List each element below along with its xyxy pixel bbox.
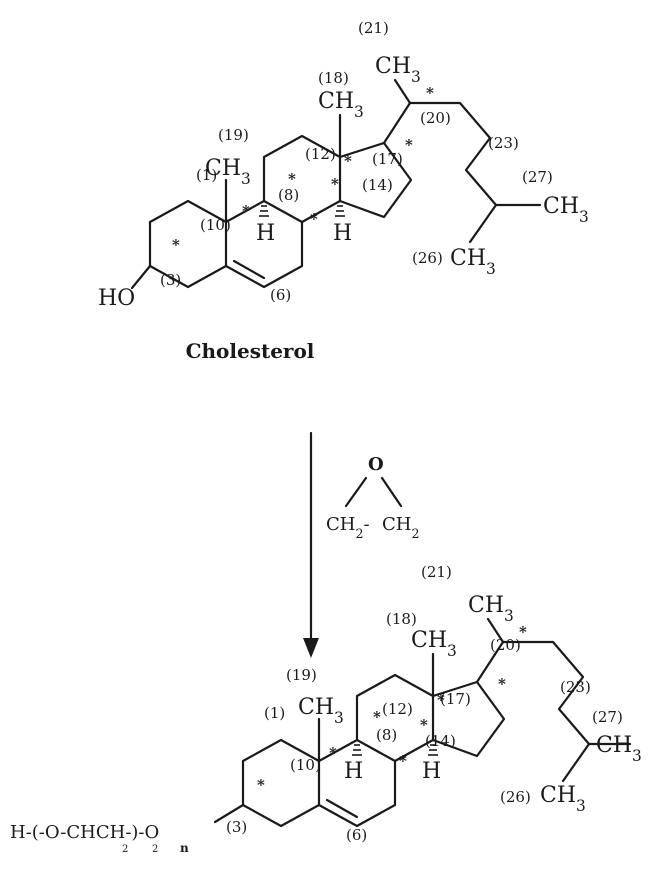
svg-text:*: * [399,752,407,770]
epoxide-bond-left [344,476,368,508]
double-bond-5-6 [232,259,266,280]
product-side-chain-branch [561,742,591,783]
methyl-21-bond [393,78,412,105]
svg-text:*: * [331,175,339,193]
product-locant-21: (21) [421,563,452,581]
oh-bond [130,264,152,290]
ring-d-bonds [338,141,413,219]
h14-label: H [333,221,352,246]
product-locant-26: (26) [500,788,531,806]
product-locant-6: (6) [346,826,367,844]
locant-17: (17) [372,150,403,168]
svg-text:*: * [519,623,527,641]
locant-14: (14) [362,176,393,194]
product-ring-b-bonds [317,738,397,828]
product-locant-27: (27) [592,708,623,726]
ch3-27-label: CH3 [543,194,589,226]
cholesterol-name: Cholesterol [186,339,315,363]
hydroxyl-label: HO [98,286,135,311]
product-locant-10: (10) [290,756,321,774]
ring-c-bonds [262,134,342,224]
locant-12: (12) [305,145,336,163]
hashed-bond-h9 [259,205,269,217]
locant-19: (19) [218,126,249,144]
product-locant-12: (12) [382,700,413,718]
reaction-arrow-group: O CH2- CH2 [303,431,420,658]
product-locant-20: (20) [490,636,521,654]
locant-21: (21) [358,19,389,37]
epoxide-ch2-left: CH2- [326,514,370,541]
svg-text:*: * [498,675,506,693]
svg-text:*: * [344,152,352,170]
locant-18: (18) [318,69,349,87]
svg-text:*: * [420,716,428,734]
epoxide-bond-right [380,476,403,508]
product-ch3-27-label: CH3 [596,733,642,765]
chain-repeat-n: n [180,841,189,855]
reaction-arrow-head [303,638,319,658]
locant-20: (20) [420,109,451,127]
hashed-bond-h14 [335,205,345,217]
side-chain-bonds [382,101,542,207]
chain-subscript-left: 2 [122,844,128,855]
ring-b-bonds [224,199,304,289]
product-hashed-bond-h14 [428,744,438,756]
epoxide-ch2-right: CH2 [382,514,420,541]
product-locant-3: (3) [226,818,247,836]
chain-subscript-right: 2 [152,844,158,855]
product-ring-a-bonds [241,738,321,828]
cholesterol-structure: CH3 CH3 CH3 CH3 CH3 HO H H (21) (18) (19… [98,19,589,363]
locant-23: (23) [488,134,519,152]
locant-1: (1) [196,166,217,184]
product-stereocenter-markers: * * * * * * * * [257,623,527,794]
product-double-bond-5-6 [325,798,359,819]
product-locant-18: (18) [386,610,417,628]
svg-text:*: * [310,210,318,228]
locant-26: (26) [412,249,443,267]
product-ch3-18-label: CH3 [411,628,457,660]
product-h9-label: H [344,759,363,784]
product-ch3-26-label: CH3 [540,783,586,815]
product-ether-bond [213,803,245,824]
product-ch3-19-label: CH3 [298,695,344,727]
locant-3: (3) [160,271,181,289]
svg-text:*: * [437,691,445,709]
product-locant-8: (8) [376,726,397,744]
svg-text:*: * [329,744,337,762]
side-chain-branch [468,203,498,244]
polyether-chain: H-(-O-CHCH-)-O [10,822,159,843]
epoxide-oxygen: O [368,454,384,475]
product-hashed-bond-h9 [352,744,362,756]
product-side-chain-bonds [475,640,632,746]
svg-text:*: * [288,170,296,188]
product-structure: CH3 CH3 CH3 CH3 CH3 H H H-(-O-CHCH-)-O 2… [10,563,642,855]
ch3-21-label: CH3 [375,54,421,86]
svg-text:*: * [373,708,381,726]
product-locant-19: (19) [286,666,317,684]
ch3-19-label: CH3 [205,156,251,188]
product-ring-d-bonds [431,680,506,758]
stereocenter-markers: * * * * * * * * [172,84,434,254]
h9-label: H [256,221,275,246]
svg-text:*: * [257,776,265,794]
product-locant-23: (23) [560,678,591,696]
product-ring-c-bonds [355,673,435,763]
product-h14-label: H [422,759,441,784]
product-ch3-21-label: CH3 [468,593,514,625]
product-locant-1: (1) [264,704,285,722]
locant-10: (10) [200,216,231,234]
svg-text:*: * [172,236,180,254]
svg-text:*: * [426,84,434,102]
svg-text:*: * [242,202,250,220]
product-locant-17: (17) [440,690,471,708]
locant-27: (27) [522,168,553,186]
locant-6: (6) [270,286,291,304]
ch3-26-label: CH3 [450,246,496,278]
svg-text:*: * [405,136,413,154]
ch3-18-label: CH3 [318,89,364,121]
product-locant-14: (14) [425,732,456,750]
locant-8: (8) [278,186,299,204]
product-methyl-21-bond [486,617,505,644]
